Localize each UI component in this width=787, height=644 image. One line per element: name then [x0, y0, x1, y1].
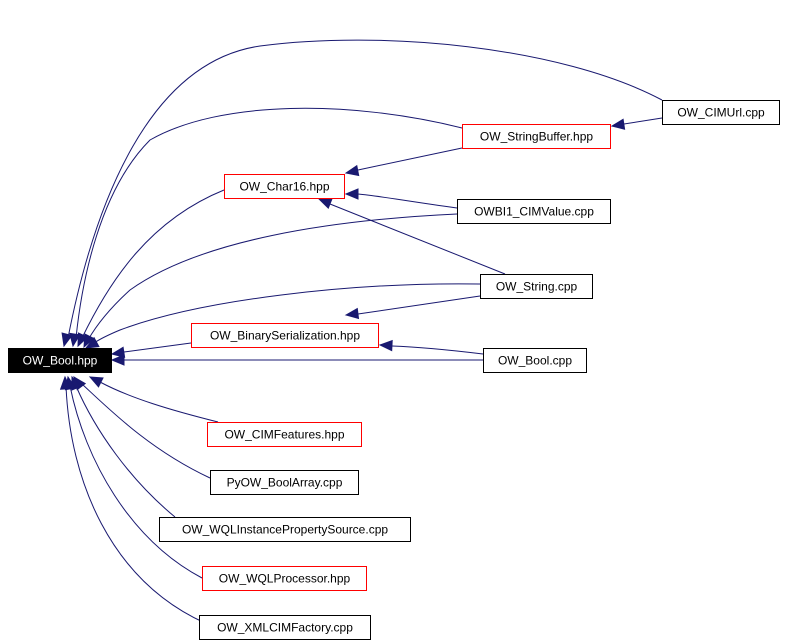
- node-label: OW_WQLInstancePropertySource.cpp: [182, 523, 388, 537]
- arrowhead-icon: [317, 198, 333, 209]
- edge-line: [357, 147, 463, 171]
- node-label: OW_BinarySerialization.hpp: [210, 329, 360, 343]
- node-label: OW_StringBuffer.hpp: [480, 130, 594, 144]
- edge-line: [93, 283, 481, 344]
- node-label: OW_CIMFeatures.hpp: [224, 428, 344, 442]
- node-stringbuffer-hpp[interactable]: OW_StringBuffer.hpp: [462, 124, 611, 149]
- edge-line: [357, 295, 481, 315]
- edge-owbi1_cimvalue_cpp-to-char16_hpp: [344, 188, 458, 209]
- node-cimurl-cpp[interactable]: OW_CIMUrl.cpp: [662, 100, 780, 125]
- edge-line: [123, 342, 192, 353]
- node-box: [483, 348, 587, 373]
- arrowhead-icon: [59, 375, 72, 390]
- nodes-layer: OW_Bool.hpp OW_CIMUrl.cppOW_StringBuffer.…: [8, 100, 780, 640]
- edge-cimfeatures_hpp-to-bool_hpp: [88, 376, 219, 423]
- edge-bool_cpp-to-bool_hpp: [110, 354, 483, 366]
- edge-line: [81, 383, 211, 479]
- node-box: [207, 422, 362, 447]
- edge-line: [81, 189, 225, 339]
- edge-bool_cpp-to-binaryserialization_hpp: [378, 339, 484, 355]
- edge-line: [75, 385, 176, 518]
- arrowhead-icon: [110, 354, 125, 366]
- edge-cimurl_cpp-to-bool_hpp: [61, 39, 663, 348]
- node-box: [224, 174, 345, 199]
- arrowhead-icon: [88, 376, 104, 388]
- edge-line: [75, 107, 463, 339]
- node-wqlinstancepropertysource-cpp[interactable]: OW_WQLInstancePropertySource.cpp: [159, 517, 411, 542]
- node-box: [457, 199, 611, 224]
- node-bool-hpp[interactable]: OW_Bool.hpp: [8, 348, 112, 373]
- node-label: OW_String.cpp: [496, 280, 578, 294]
- edge-line: [99, 381, 219, 423]
- edge-xmlcimfactory_cpp-to-bool_hpp: [59, 375, 206, 624]
- node-wqlprocessor-hpp[interactable]: OW_WQLProcessor.hpp: [202, 566, 367, 591]
- edge-binaryserialization_hpp-to-bool_hpp: [110, 342, 192, 358]
- arrowhead-icon: [344, 164, 360, 177]
- node-owbi1-cimvalue-cpp[interactable]: OWBI1_CIMValue.cpp: [457, 199, 611, 224]
- edge-line: [329, 203, 506, 275]
- node-box: [199, 615, 371, 640]
- edge-line: [67, 39, 663, 339]
- arrowhead-icon: [344, 188, 359, 200]
- node-label: OW_Bool.hpp: [23, 354, 98, 368]
- node-box: [480, 274, 593, 299]
- arrowhead-icon: [610, 118, 626, 130]
- node-string-cpp[interactable]: OW_String.cpp: [480, 274, 593, 299]
- node-box: [662, 100, 780, 125]
- node-box: [159, 517, 411, 542]
- node-binaryserialization-hpp[interactable]: OW_BinarySerialization.hpp: [191, 323, 379, 348]
- arrowhead-icon: [84, 336, 100, 349]
- node-box: [191, 323, 379, 348]
- node-box: [8, 348, 112, 373]
- node-bool-cpp[interactable]: OW_Bool.cpp: [483, 348, 587, 373]
- node-label: OW_CIMUrl.cpp: [677, 106, 765, 120]
- arrowhead-icon: [61, 332, 73, 348]
- edge-string_cpp-to-bool_hpp: [84, 283, 481, 349]
- edge-pyow_boolarray_cpp-to-bool_hpp: [73, 375, 211, 479]
- node-box: [462, 124, 611, 149]
- edge-string_cpp-to-binaryserialization_hpp: [344, 295, 481, 320]
- arrowhead-icon: [69, 332, 81, 348]
- arrowhead-icon: [83, 333, 95, 349]
- edge-line: [623, 117, 663, 125]
- edge-stringbuffer_hpp-to-char16_hpp: [344, 147, 463, 177]
- edge-line: [391, 345, 484, 355]
- node-label: OW_Char16.hpp: [239, 180, 329, 194]
- edge-wqlinstancepropertysource_cpp-to-bool_hpp: [71, 375, 176, 518]
- arrowhead-icon: [110, 346, 126, 358]
- edge-line: [357, 193, 458, 209]
- node-label: OW_WQLProcessor.hpp: [219, 572, 351, 586]
- node-char16-hpp[interactable]: OW_Char16.hpp: [224, 174, 345, 199]
- node-pyow-boolarray-cpp[interactable]: PyOW_BoolArray.cpp: [210, 470, 359, 495]
- edge-cimurl_cpp-to-stringbuffer_hpp: [610, 117, 663, 130]
- node-cimfeatures-hpp[interactable]: OW_CIMFeatures.hpp: [207, 422, 362, 447]
- node-box: [202, 566, 367, 591]
- node-xmlcimfactory-cpp[interactable]: OW_XMLCIMFactory.cpp: [199, 615, 371, 640]
- node-box: [210, 470, 359, 495]
- node-label: OWBI1_CIMValue.cpp: [474, 205, 594, 219]
- node-label: OW_XMLCIMFactory.cpp: [217, 621, 353, 635]
- edge-line: [69, 385, 203, 579]
- arrowhead-icon: [378, 339, 393, 352]
- node-label: OW_Bool.cpp: [498, 354, 572, 368]
- edges-layer: [59, 39, 663, 624]
- edge-stringbuffer_hpp-to-bool_hpp: [69, 107, 463, 348]
- arrowhead-icon: [344, 307, 360, 320]
- node-label: PyOW_BoolArray.cpp: [227, 476, 343, 490]
- edge-line: [65, 385, 206, 624]
